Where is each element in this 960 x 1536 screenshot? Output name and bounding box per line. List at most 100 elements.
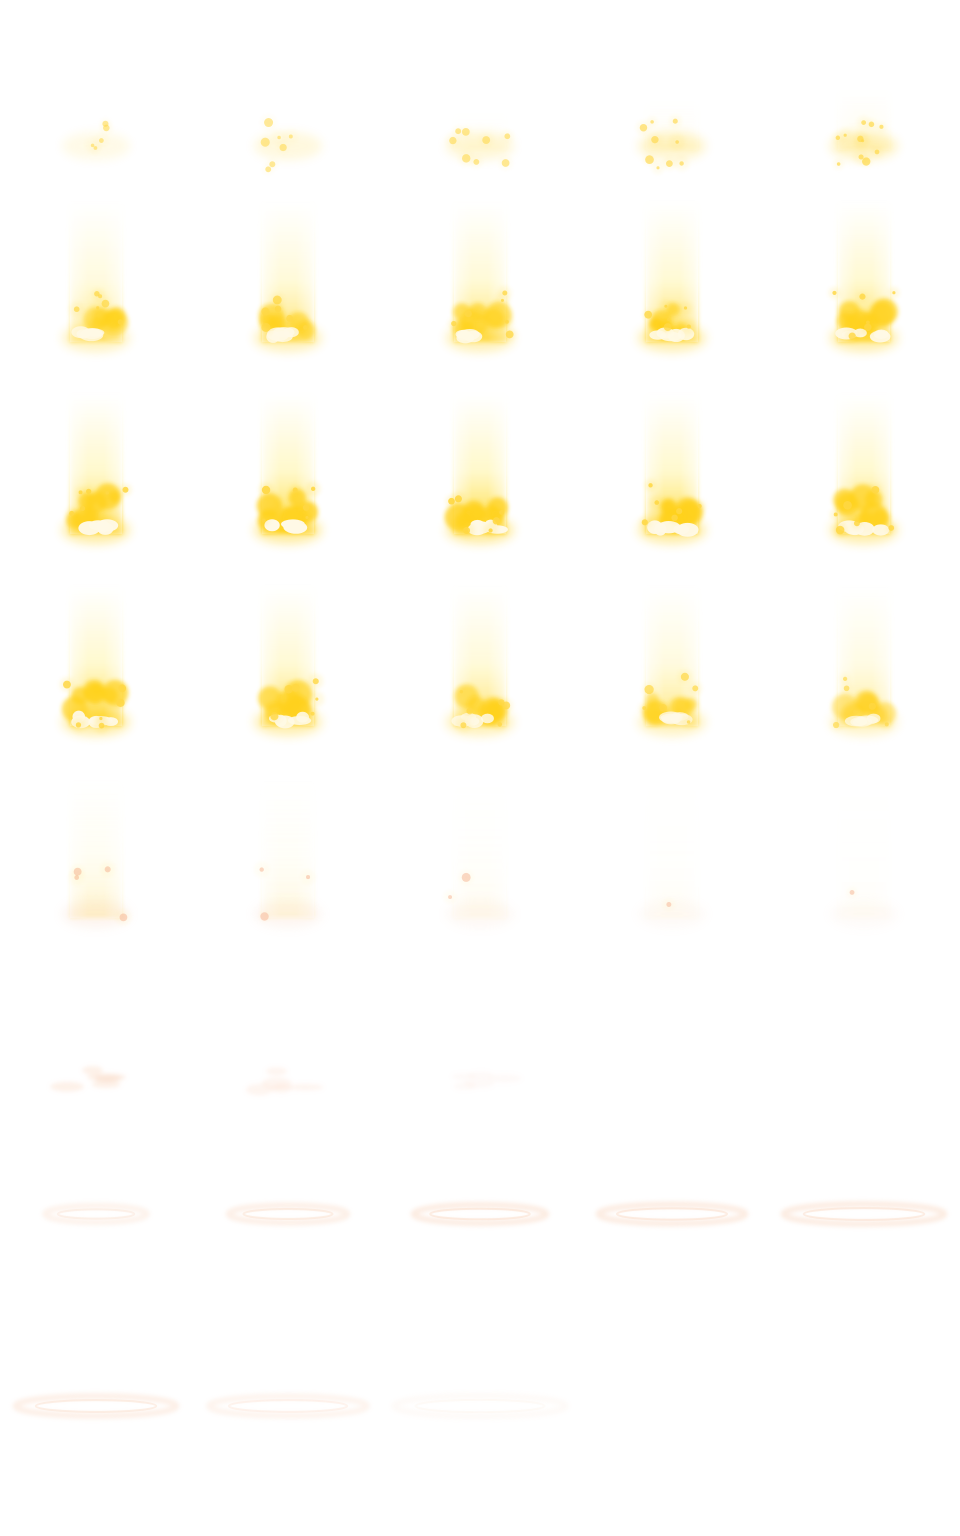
sprite-frame-graphic — [443, 778, 514, 928]
shockwave-ring — [410, 1201, 550, 1227]
sprite-frame — [0, 960, 192, 1152]
shockwave-ring — [42, 1202, 150, 1226]
sprite-frame-graphic — [829, 394, 898, 544]
sprite-frame — [0, 0, 192, 192]
sprite-frame-graphic — [446, 202, 517, 352]
sprite-frame — [768, 384, 960, 576]
ember-particles — [846, 887, 858, 898]
sprite-frame-graphic — [445, 111, 514, 170]
sprite-frame-graphic — [225, 1202, 351, 1226]
ember-particles — [638, 669, 703, 730]
sprite-frame — [192, 768, 384, 960]
shockwave-ring — [206, 1393, 370, 1419]
sprite-frame — [576, 192, 768, 384]
shockwave-ring — [391, 1392, 569, 1420]
base-glow — [446, 900, 514, 928]
sprite-frame — [576, 768, 768, 960]
ember-particles — [636, 115, 690, 174]
sprite-frame — [0, 1152, 192, 1344]
smoke-wisp — [451, 1071, 522, 1091]
sprite-frame-graphic — [254, 394, 322, 544]
base-glow — [830, 900, 898, 928]
ember-particles — [258, 481, 321, 527]
sprite-frame-graphic — [42, 1202, 150, 1226]
ember-particles — [253, 861, 316, 922]
sprite-frame — [192, 1344, 384, 1536]
sprite-frame — [768, 576, 960, 768]
sprite-frame-graphic — [444, 394, 514, 544]
ember-particles — [259, 114, 299, 175]
sprite-frame-graphic — [638, 202, 706, 352]
sprite-frame-graphic — [595, 1201, 749, 1227]
sprite-frame-graphic — [410, 1201, 550, 1227]
sprite-frame — [768, 1152, 960, 1344]
ember-particles — [445, 491, 508, 539]
ember-particles — [662, 898, 675, 911]
sprite-frame — [384, 576, 576, 768]
ember-particles — [443, 870, 474, 904]
sprite-frame — [0, 1344, 192, 1536]
sprite-frame-graphic — [62, 202, 130, 352]
sprite-frame — [192, 0, 384, 192]
ember-particles — [59, 677, 128, 734]
ember-particles — [68, 861, 132, 926]
ember-particles — [258, 293, 313, 335]
sprite-frame — [192, 192, 384, 384]
sprite-frame-graphic — [59, 586, 130, 736]
sprite-frame-graphic — [451, 1071, 522, 1091]
base-glow — [62, 900, 130, 928]
shockwave-ring — [12, 1393, 180, 1419]
sprite-frame — [576, 384, 768, 576]
sprite-frame — [768, 192, 960, 384]
base-glow — [254, 900, 322, 928]
shockwave-ring — [225, 1202, 351, 1226]
ember-particles — [831, 116, 887, 170]
sprite-frame — [192, 384, 384, 576]
sprite-frame-graphic — [391, 1392, 569, 1420]
sprite-frame-graphic — [638, 394, 707, 544]
ember-particles — [84, 118, 113, 154]
sprite-frame-graphic — [12, 1393, 180, 1419]
sprite-frame-graphic — [254, 586, 325, 736]
sprite-frame — [0, 576, 192, 768]
sprite-frame-graphic — [446, 586, 514, 736]
sprite-frame-graphic — [62, 118, 130, 160]
flame-burst — [833, 484, 890, 531]
smoke-wisp — [245, 1067, 324, 1096]
sprite-frame — [384, 384, 576, 576]
sprite-frame-graphic — [638, 586, 706, 736]
sprite-frame — [768, 768, 960, 960]
sprite-frame — [576, 1152, 768, 1344]
ember-particles — [447, 286, 517, 342]
sprite-frame — [192, 576, 384, 768]
ember-particles — [455, 686, 514, 734]
sprite-frame-graphic — [245, 1067, 324, 1096]
base-glow — [638, 900, 706, 928]
sprite-frame-graphic — [828, 202, 900, 352]
sprite-frame-graphic — [830, 778, 898, 928]
smoke-wisp — [50, 1065, 127, 1092]
ember-particles — [267, 673, 325, 723]
sprite-frame — [384, 1344, 576, 1536]
sprite-frame — [576, 0, 768, 192]
sprite-frame-graphic — [62, 394, 132, 544]
sprite-frame — [768, 0, 960, 192]
sprite-frame — [384, 1152, 576, 1344]
sprite-frame — [384, 768, 576, 960]
sprite-frame-graphic — [206, 1393, 370, 1419]
ember-particles — [445, 125, 514, 170]
sprite-frame — [192, 960, 384, 1152]
sprite-frame-graphic — [253, 778, 322, 928]
ember-particles — [642, 299, 696, 334]
shockwave-ring — [595, 1201, 749, 1227]
sprite-frame — [576, 576, 768, 768]
ember-particles — [830, 673, 894, 732]
shockwave-ring — [780, 1201, 948, 1227]
sprite-frame-graphic — [254, 202, 322, 352]
sprite-frame — [192, 1152, 384, 1344]
sprite-frame-graphic — [830, 89, 898, 170]
sprite-frame — [384, 192, 576, 384]
sprite-frame — [0, 768, 192, 960]
sprite-frame-graphic — [638, 778, 706, 928]
